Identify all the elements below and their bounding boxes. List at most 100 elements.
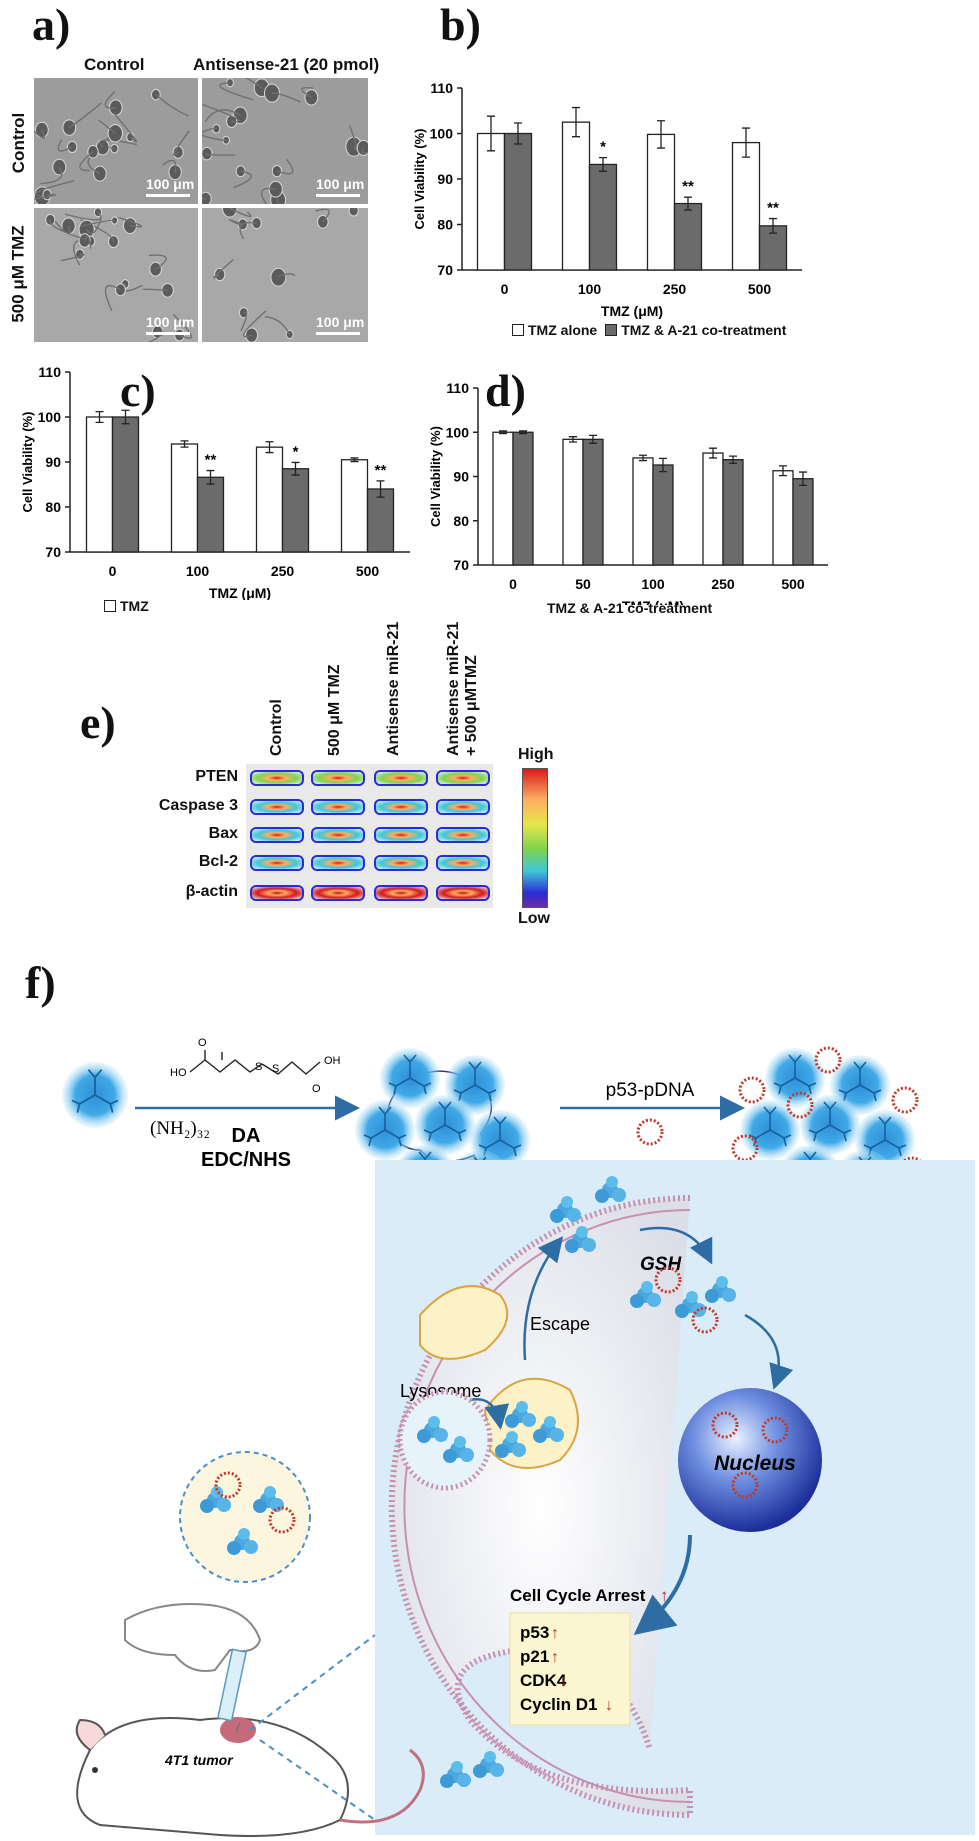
cell-process [172, 313, 192, 339]
scale-low-label: Low [518, 910, 550, 927]
blot-band [374, 799, 428, 815]
legend-swatch-gray [605, 324, 618, 336]
scale-bar [146, 194, 190, 197]
significance-marker: ** [767, 200, 779, 217]
cell-process [148, 254, 167, 270]
cell-process [229, 208, 252, 217]
dendrimer-icon [61, 1061, 129, 1129]
micrograph-control-antisense: 100 μm [202, 78, 368, 204]
cell-process [84, 235, 92, 249]
blot-column-header: Control [268, 699, 285, 756]
bar-white [632, 457, 654, 566]
cell-body [238, 307, 249, 319]
blot-band [250, 855, 304, 871]
cell-process [202, 134, 227, 141]
scheme-diagram: (NH₂)₃₂ HO O S S OH O DA EDC/NHS p53-pDN… [61, 1037, 975, 1837]
error-bar [265, 441, 274, 454]
y-tick-label: 90 [45, 454, 61, 470]
cell-process [98, 119, 116, 134]
dendrimer-formula: (NH₂)₃₂ [150, 1118, 210, 1139]
cell-process [264, 316, 291, 335]
error-bar [659, 457, 667, 473]
bar-white [170, 443, 199, 553]
blot-band [374, 855, 428, 871]
blot-band [311, 827, 365, 843]
reagent-da: DA [232, 1125, 261, 1147]
chart-d: 708090100110050100250500TMZ (μM)Cell Via… [428, 380, 828, 605]
blot-column-header: Antisense miR-21 [445, 621, 462, 756]
blot-row-label: PTEN [195, 768, 238, 785]
cell-process [172, 130, 190, 156]
scale-bar [316, 332, 360, 335]
cell-process [260, 187, 276, 204]
blot-band [311, 799, 365, 815]
bar-gray [503, 132, 533, 271]
panel-a-label: a) [32, 0, 71, 50]
error-bar [684, 196, 692, 211]
blot-row-label: Bax [208, 825, 238, 842]
blot-band [436, 885, 490, 901]
blot-band [311, 855, 365, 871]
blot-band [250, 885, 304, 901]
blot-band [374, 770, 428, 786]
up-arrow-icon: ↑ [551, 1649, 559, 1666]
micrograph-texture [202, 208, 368, 342]
y-axis-label: Cell Viability (%) [412, 129, 427, 230]
cell-process [79, 151, 94, 172]
marker-name: Cyclin D1 [520, 1695, 597, 1714]
y-tick-label: 80 [45, 499, 61, 515]
cell-process [162, 159, 177, 173]
cell-process [155, 94, 189, 117]
heat-scale-bar [522, 768, 548, 908]
arrow-escape [523, 1236, 564, 1361]
tumor [220, 1717, 256, 1743]
cell-process [228, 219, 243, 227]
blot-row-label: Bcl-2 [198, 853, 238, 870]
blot-band [250, 770, 304, 786]
bar-white [562, 438, 584, 566]
cell-body [245, 327, 259, 342]
error-bar [639, 454, 647, 462]
cell-process [202, 103, 240, 123]
down-arrow-icon: ↓ [605, 1697, 613, 1714]
micrograph-control-control: 100 μm [34, 78, 198, 204]
marker-name: p21 [520, 1647, 549, 1666]
error-bar [589, 434, 597, 444]
bar-white [646, 133, 676, 271]
cell-process [57, 139, 73, 152]
arrow-gsh [639, 1226, 713, 1265]
panel-a-col-header-antisense: Antisense-21 (20 pmol) [193, 55, 380, 74]
x-tick-label: 500 [781, 576, 805, 592]
micrograph-tmz-control: 100 μm [34, 208, 198, 342]
cell-process [104, 90, 116, 109]
x-tick-label: 250 [711, 576, 735, 592]
bar-gray [281, 468, 310, 553]
micrograph-texture [34, 208, 198, 342]
y-tick-label: 70 [437, 262, 453, 278]
blot-band [311, 885, 365, 901]
legend-item-tmz: TMZ [120, 598, 149, 614]
blot-band [374, 885, 428, 901]
x-tick-label: 100 [186, 563, 210, 579]
scale-bar [316, 194, 360, 197]
bar-gray [512, 431, 534, 566]
error-bar [376, 480, 385, 498]
cell-process [361, 147, 368, 154]
y-axis-label: Cell Viability (%) [20, 412, 35, 513]
panel-c-label: c) [120, 365, 156, 416]
bar-gray [588, 163, 618, 271]
error-bar [350, 457, 359, 463]
x-tick-label: 100 [578, 281, 602, 297]
bar-white [476, 132, 506, 271]
y-tick-label: 90 [437, 171, 453, 187]
down-arrow-icon: ↓ [560, 1673, 568, 1690]
bar-gray [792, 478, 814, 566]
panel-e-label: e) [80, 697, 116, 748]
x-tick-label: 500 [356, 563, 380, 579]
linker-ho: HO [170, 1067, 187, 1079]
zoom-line-2 [259, 1739, 376, 1821]
legend-swatch-white-c [104, 600, 116, 612]
blot-band [311, 770, 365, 786]
cell-process [34, 129, 46, 139]
x-tick-label: 0 [509, 576, 517, 592]
